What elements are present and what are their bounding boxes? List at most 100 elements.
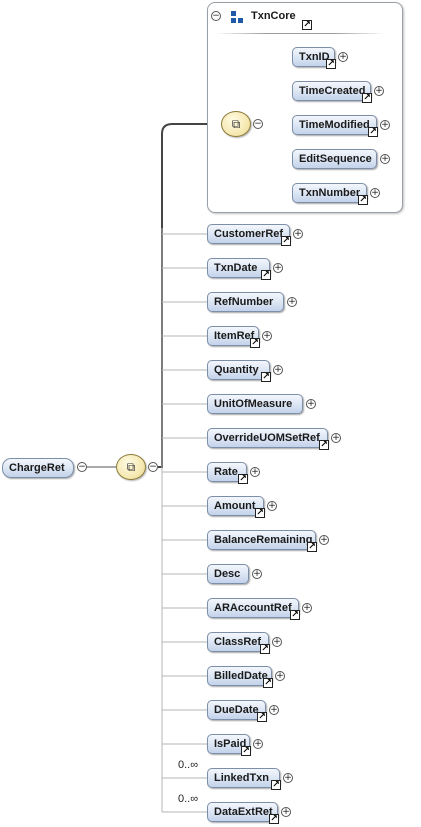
reference-icon[interactable]: ↗ (255, 508, 265, 518)
group-connector (158, 123, 222, 468)
expand-icon[interactable]: + (252, 569, 262, 579)
child-element-UnitOfMeasure[interactable]: UnitOfMeasure (207, 394, 303, 414)
reference-icon[interactable]: ↗ (261, 372, 271, 382)
expand-icon[interactable]: + (275, 671, 285, 681)
child-element-label: CustomerRef (214, 228, 284, 240)
expand-icon[interactable]: + (283, 773, 293, 783)
expand-icon[interactable]: + (306, 399, 316, 409)
expand-icon[interactable]: + (293, 229, 303, 239)
child-element-label: BilledDate (214, 670, 268, 682)
expand-icon[interactable]: + (253, 739, 263, 749)
collapse-root-icon[interactable]: − (77, 462, 87, 472)
expand-icon[interactable]: + (269, 705, 279, 715)
group-element-TimeModified[interactable]: TimeModified (292, 115, 377, 135)
expand-icon[interactable]: + (319, 535, 329, 545)
reference-icon[interactable]: ↗ (290, 610, 300, 620)
child-element-label: OverrideUOMSetRef (214, 432, 320, 444)
group-ref-icon[interactable]: ↗ (302, 20, 312, 30)
reference-icon[interactable]: ↗ (269, 814, 279, 824)
expand-icon[interactable]: + (287, 297, 297, 307)
child-element-label: DueDate (214, 704, 259, 716)
collapse-sequence-icon[interactable]: − (148, 462, 158, 472)
sequence-icon: ⧉ (231, 117, 241, 131)
group-title: TxnCore (251, 10, 296, 22)
reference-icon[interactable]: ↗ (241, 746, 251, 756)
child-element-label: DataExtRet (214, 806, 273, 818)
group-container (207, 2, 403, 213)
reference-icon[interactable]: ↗ (326, 59, 336, 69)
reference-icon[interactable]: ↗ (238, 474, 248, 484)
group-element-TimeCreated[interactable]: TimeCreated (292, 81, 371, 101)
reference-icon[interactable]: ↗ (319, 440, 329, 450)
reference-icon[interactable]: ↗ (281, 236, 291, 246)
group-element-label: TxnID (299, 51, 330, 63)
expand-icon[interactable]: + (374, 86, 384, 96)
child-element-ARAccountRef[interactable]: ARAccountRef (207, 598, 299, 618)
collapse-group-icon[interactable]: − (211, 11, 221, 21)
group-element-label: EditSequence (299, 153, 372, 165)
child-element-RefNumber[interactable]: RefNumber (207, 292, 284, 312)
child-element-ItemRef[interactable]: ItemRef (207, 326, 259, 346)
expand-icon[interactable]: + (302, 603, 312, 613)
child-element-label: IsPaid (214, 738, 247, 750)
expand-icon[interactable]: + (262, 331, 272, 341)
child-element-label: Amount (214, 500, 256, 512)
group-element-TxnNumber[interactable]: TxnNumber (292, 183, 367, 203)
reference-icon[interactable]: ↗ (271, 780, 281, 790)
reference-icon[interactable]: ↗ (362, 93, 372, 103)
expand-icon[interactable]: + (338, 52, 348, 62)
child-element-Amount[interactable]: Amount (207, 496, 264, 516)
main-sequence-compositor[interactable]: ⧉ (116, 454, 146, 480)
child-element-BilledDate[interactable]: BilledDate (207, 666, 272, 686)
expand-icon[interactable]: + (267, 501, 277, 511)
child-element-label: ARAccountRef (214, 602, 292, 614)
group-divider (215, 33, 385, 34)
expand-icon[interactable]: + (281, 807, 291, 817)
child-element-label: TxnDate (214, 262, 258, 274)
expand-icon[interactable]: + (380, 120, 390, 130)
group-element-label: TimeModified (299, 119, 370, 131)
child-element-LinkedTxn[interactable]: LinkedTxn (207, 768, 280, 788)
child-element-Quantity[interactable]: Quantity (207, 360, 270, 380)
expand-icon[interactable]: + (273, 365, 283, 375)
expand-icon[interactable]: + (250, 467, 260, 477)
child-element-DueDate[interactable]: DueDate (207, 700, 266, 720)
child-element-label: LinkedTxn (214, 772, 270, 784)
child-element-CustomerRef[interactable]: CustomerRef (207, 224, 290, 244)
sequence-icon: ⧉ (126, 460, 136, 474)
child-element-DataExtRet[interactable]: DataExtRet (207, 802, 278, 822)
child-element-BalanceRemaining[interactable]: BalanceRemaining (207, 530, 316, 550)
reference-icon[interactable]: ↗ (261, 270, 271, 280)
expand-icon[interactable]: + (370, 188, 380, 198)
group-element-label: TxnNumber (299, 187, 361, 199)
child-element-Rate[interactable]: Rate (207, 462, 247, 482)
group-element-TxnID[interactable]: TxnID (292, 47, 335, 67)
cardinality-label: 0..∞ (178, 793, 199, 805)
child-element-label: BalanceRemaining (214, 534, 313, 546)
child-element-TxnDate[interactable]: TxnDate (207, 258, 270, 278)
expand-icon[interactable]: + (331, 433, 341, 443)
expand-icon[interactable]: + (380, 154, 390, 164)
reference-icon[interactable]: ↗ (263, 678, 273, 688)
child-element-OverrideUOMSetRef[interactable]: OverrideUOMSetRef (207, 428, 328, 448)
collapse-group-sequence-icon[interactable]: − (253, 119, 263, 129)
cardinality-label: 0..∞ (178, 759, 199, 771)
child-element-label: Rate (214, 466, 238, 478)
child-element-label: RefNumber (214, 296, 274, 308)
root-element-ChargeRet[interactable]: ChargeRet (2, 458, 74, 478)
expand-icon[interactable]: + (273, 263, 283, 273)
child-element-IsPaid[interactable]: IsPaid (207, 734, 250, 754)
reference-icon[interactable]: ↗ (257, 712, 267, 722)
child-element-label: Desc (214, 568, 241, 580)
reference-icon[interactable]: ↗ (250, 338, 260, 348)
reference-icon[interactable]: ↗ (307, 542, 317, 552)
reference-icon[interactable]: ↗ (260, 644, 270, 654)
reference-icon[interactable]: ↗ (368, 127, 378, 137)
reference-icon[interactable]: ↗ (358, 195, 368, 205)
child-element-ClassRef[interactable]: ClassRef (207, 632, 269, 652)
expand-icon[interactable]: + (272, 637, 282, 647)
child-element-Desc[interactable]: Desc (207, 564, 249, 584)
group-element-EditSequence[interactable]: EditSequence (292, 149, 377, 169)
group-sequence-compositor[interactable]: ⧉ (221, 111, 251, 137)
